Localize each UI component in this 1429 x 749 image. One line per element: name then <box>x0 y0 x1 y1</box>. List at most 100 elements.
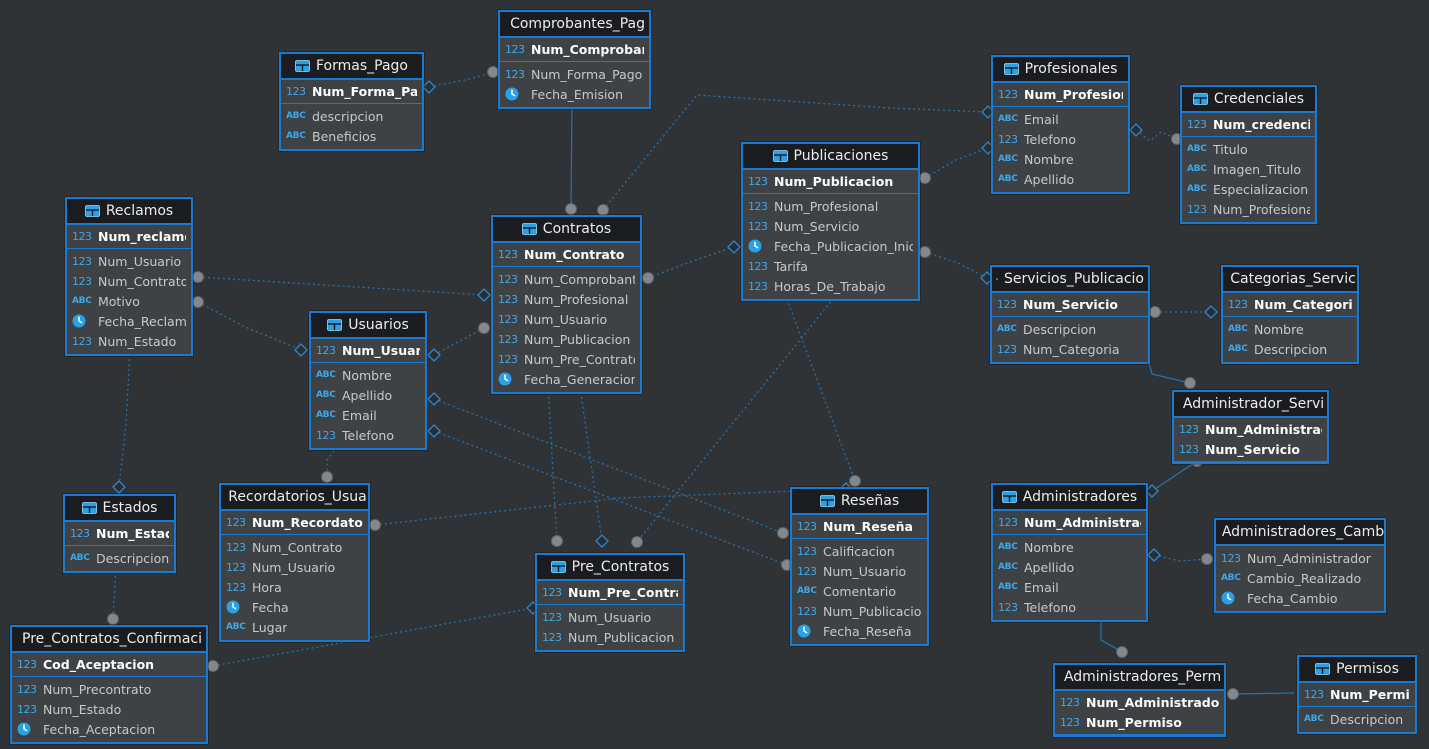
table-comprobantes_pago[interactable]: Comprobantes_Pag123Num_Comprobante123Num… <box>498 10 651 109</box>
relationship-connector[interactable] <box>565 100 577 215</box>
relationship-connector[interactable] <box>427 424 793 571</box>
table-header-reclamos[interactable]: Reclamos <box>67 199 191 225</box>
column-row-fecha_aceptacion[interactable]: Fecha_Aceptacion <box>12 719 206 739</box>
table-header-administradores_cambios[interactable]: Administradores_Camb <box>1216 520 1384 546</box>
table-header-credenciales[interactable]: Credenciales <box>1182 87 1315 113</box>
relationship-connector[interactable] <box>1149 305 1218 319</box>
relationship-connector[interactable] <box>778 287 861 487</box>
relationship-connector[interactable] <box>427 392 789 539</box>
table-header-pre_contratos_confirmacion[interactable]: Pre_Contratos_Confirmaci <box>12 627 206 653</box>
table-header-resenas[interactable]: Reseñas <box>792 489 927 515</box>
relationship-connector[interactable] <box>642 240 741 284</box>
relationship-connector[interactable] <box>919 246 994 285</box>
column-row-fecha[interactable]: Fecha <box>221 597 368 617</box>
table-header-administrador_servicio[interactable]: Administrador_Servi <box>1174 392 1327 418</box>
relationship-connector[interactable] <box>1147 548 1213 565</box>
relationship-connector[interactable] <box>919 141 995 184</box>
table-credenciales[interactable]: Credenciales123Num_credencialABCTituloAB… <box>1180 85 1317 224</box>
column-row-fecha_generacion[interactable]: Fecha_Generacion <box>493 369 640 389</box>
relationship-connector[interactable] <box>112 343 136 494</box>
table-header-recordatorios_usuario[interactable]: Recordatorios_Usua <box>221 485 368 511</box>
table-header-profesionales[interactable]: Profesionales <box>993 57 1128 83</box>
table-header-formas_pago[interactable]: Formas_Pago <box>281 54 422 80</box>
relationship-connector[interactable] <box>369 482 853 531</box>
table-profesionales[interactable]: Profesionales123Num_ProfesionalABCEmail1… <box>991 55 1130 194</box>
relationship-connector[interactable] <box>427 322 490 362</box>
table-header-comprobantes_pago[interactable]: Comprobantes_Pag <box>500 12 649 38</box>
table-formas_pago[interactable]: Formas_Pago123Num_Forma_PagoABCdescripci… <box>279 52 424 151</box>
relationship-connector[interactable] <box>422 66 499 94</box>
column-row-fecha_publicacion_inicial[interactable]: Fecha_Publicacion_Inicial <box>743 236 918 256</box>
table-header-administradores[interactable]: Administradores <box>993 485 1146 511</box>
table-header-estados[interactable]: Estados <box>65 496 174 522</box>
relationship-connector[interactable] <box>1227 688 1295 700</box>
table-header-categorias_servicio[interactable]: Categorias_Servic <box>1223 267 1357 293</box>
table-administradores[interactable]: Administradores123Num_AdministradorABCNo… <box>991 483 1148 622</box>
